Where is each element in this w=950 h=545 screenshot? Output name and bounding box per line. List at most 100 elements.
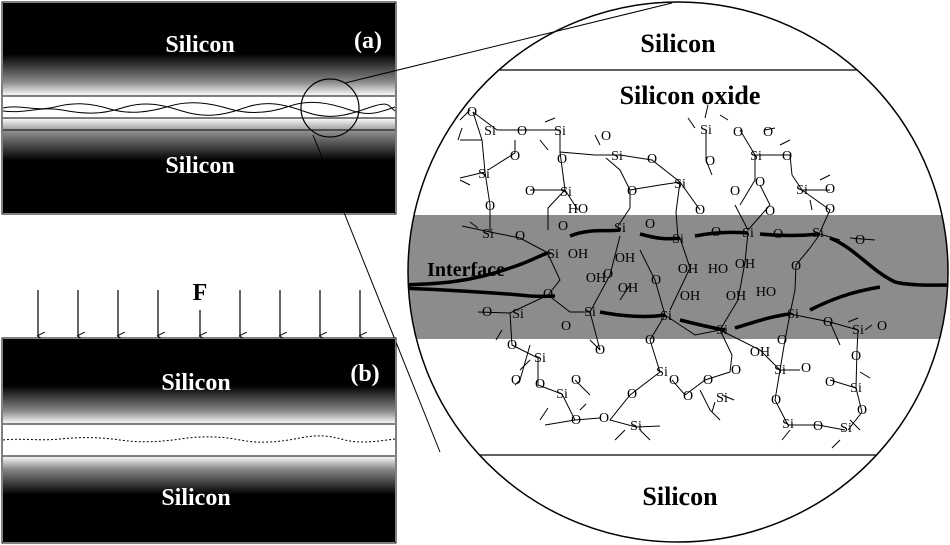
atom-oh: HO <box>708 262 728 277</box>
atom-si: Si <box>656 365 668 380</box>
atom-si: Si <box>716 323 728 338</box>
atom-o: O <box>603 267 613 282</box>
atom-o: O <box>543 287 553 302</box>
atom-o: O <box>711 225 721 240</box>
atom-oh: OH <box>586 271 606 286</box>
chemical-labels: Si O Si O O O Si O Si O Si O HO O Si OH … <box>467 105 887 436</box>
atom-o: O <box>482 305 492 320</box>
atom-o: O <box>801 361 811 376</box>
atom-si: Si <box>478 167 490 182</box>
panel-a-rough-interface-2 <box>2 103 396 117</box>
atom-o: O <box>595 343 605 358</box>
atom-si: Si <box>852 323 864 338</box>
bond-network <box>459 111 876 431</box>
force-label: F <box>193 280 208 306</box>
panel-a: Silicon (a) Silicon <box>1 1 397 215</box>
panel-a-tag: (a) <box>354 28 382 54</box>
panel-b-bonded-interface <box>2 435 396 443</box>
atom-o: O <box>627 387 637 402</box>
atom-si: Si <box>742 226 754 241</box>
atom-o: O <box>695 203 705 218</box>
atom-o: O <box>558 219 568 234</box>
atom-oh: OH <box>750 345 770 360</box>
panel-b: F Silicon (b) Silicon <box>1 280 397 544</box>
atom-si: Si <box>556 387 568 402</box>
atom-o: O <box>771 393 781 408</box>
atom-o: O <box>730 184 740 199</box>
atom-o: O <box>571 413 581 428</box>
atom-o: O <box>517 124 527 139</box>
panel-b-bottom-silicon <box>3 456 395 542</box>
atom-o: O <box>782 149 792 164</box>
atom-o: O <box>825 375 835 390</box>
atom-o: O <box>571 373 581 388</box>
atom-si: Si <box>674 177 686 192</box>
atom-o: O <box>645 333 655 348</box>
atom-o: O <box>599 411 609 426</box>
atom-o: O <box>647 152 657 167</box>
atom-o: O <box>813 419 823 434</box>
zoom-top-silicon-label: Silicon <box>640 29 716 58</box>
force-arrows <box>38 290 360 336</box>
atom-si: Si <box>512 307 524 322</box>
atom-oh: OH <box>678 262 698 277</box>
atom-si: Si <box>716 391 728 406</box>
atom-si: Si <box>700 123 712 138</box>
atom-oh: OH <box>680 289 700 304</box>
panel-b-bottom-label: Silicon <box>161 485 230 511</box>
atom-oh: OH <box>618 281 638 296</box>
atom-o: O <box>763 125 773 140</box>
panel-b-top-silicon <box>3 339 395 424</box>
terminal-bonds <box>457 104 873 449</box>
atom-si: Si <box>796 183 808 198</box>
atom-si: Si <box>584 305 596 320</box>
atom-si: Si <box>630 419 642 434</box>
atom-o: O <box>467 105 477 120</box>
atom-si: Si <box>782 417 794 432</box>
atom-si: Si <box>787 307 799 322</box>
atom-si: Si <box>660 309 672 324</box>
panel-a-bottom-label: Silicon <box>165 153 234 179</box>
atom-si: Si <box>850 381 862 396</box>
panel-a-top-silicon <box>3 3 395 96</box>
zoom-bottom-silicon-label: Silicon <box>642 482 718 511</box>
atom-o: O <box>485 199 495 214</box>
panel-b-top-label: Silicon <box>161 370 230 396</box>
atom-si: Si <box>554 124 566 139</box>
atom-oh: OH <box>726 289 746 304</box>
atom-oh: OH <box>568 247 588 262</box>
atom-o: O <box>601 129 611 144</box>
atom-o: O <box>627 184 637 199</box>
atom-si: Si <box>774 363 786 378</box>
atom-o: O <box>511 373 521 388</box>
atom-si: Si <box>840 421 852 436</box>
atom-o: O <box>683 389 693 404</box>
atom-o: O <box>733 125 743 140</box>
atom-o: O <box>705 154 715 169</box>
atom-o: O <box>825 202 835 217</box>
zoom-circle-outline <box>407 1 949 543</box>
atom-si: Si <box>672 232 684 247</box>
atom-si: Si <box>812 226 824 241</box>
panel-a-top-label: Silicon <box>165 32 234 58</box>
atom-o: O <box>851 349 861 364</box>
interface-bond-lines <box>408 228 948 332</box>
atom-o: O <box>703 373 713 388</box>
atom-o: O <box>791 259 801 274</box>
atom-si: Si <box>750 149 762 164</box>
atom-si: Si <box>484 124 496 139</box>
atom-si: Si <box>547 247 559 262</box>
zoom-interface-label: Interface <box>427 259 505 281</box>
atom-oh: HO <box>568 202 588 217</box>
atom-si: Si <box>534 351 546 366</box>
atom-o: O <box>557 152 567 167</box>
atom-si: Si <box>482 227 494 242</box>
zoom-oxide-label: Silicon oxide <box>620 81 761 110</box>
atom-o: O <box>510 149 520 164</box>
atom-o: O <box>535 377 545 392</box>
atom-oh: OH <box>735 257 755 272</box>
atom-o: O <box>651 273 661 288</box>
atom-o: O <box>669 373 679 388</box>
atom-oh: HO <box>756 285 776 300</box>
